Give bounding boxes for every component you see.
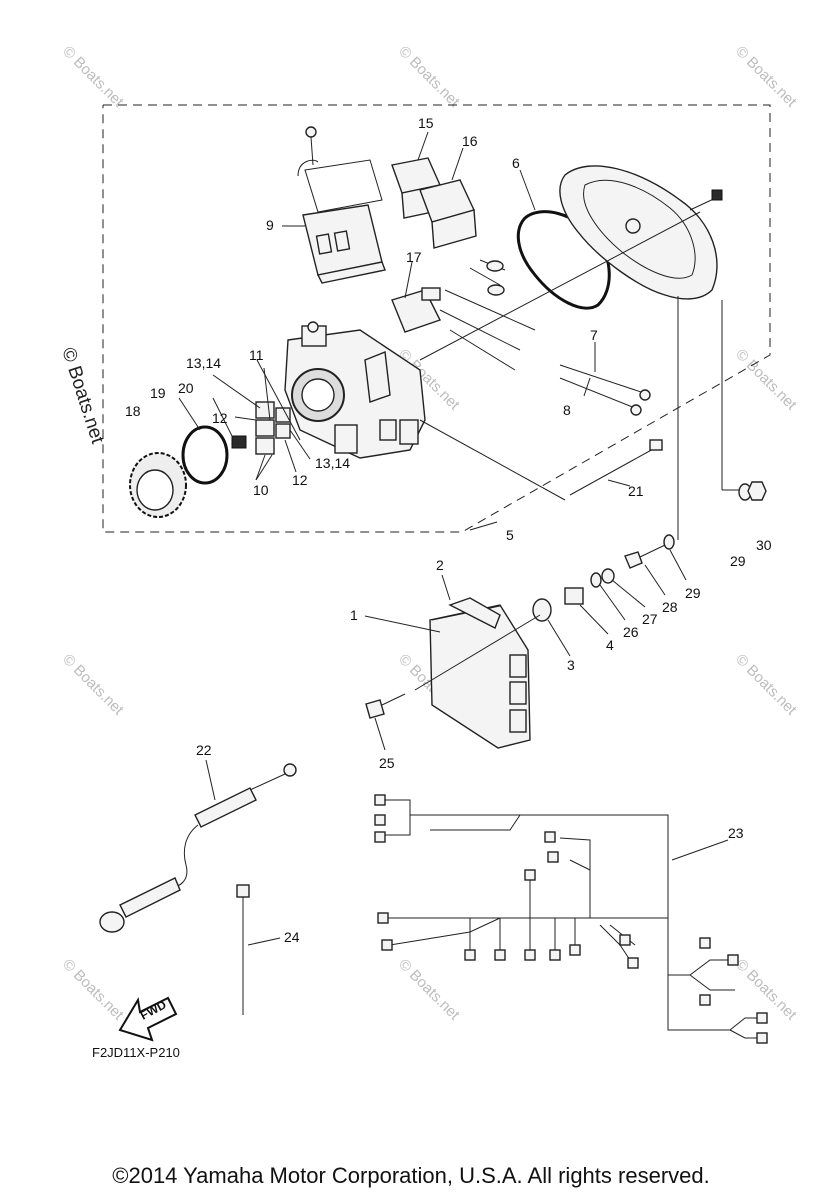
assembly-outline xyxy=(102,104,771,533)
sensor-lead-part xyxy=(99,763,297,933)
callout-6: 6 xyxy=(512,155,520,171)
watermark: © Boats.net xyxy=(395,956,463,1024)
callout-8: 8 xyxy=(563,402,571,418)
callout-25: 25 xyxy=(379,755,395,771)
watermark: © Boats.net xyxy=(59,43,127,111)
callout-3: 3 xyxy=(567,657,575,673)
cable-tie-part xyxy=(569,439,663,496)
watermark: © Boats.net xyxy=(732,346,800,414)
relay-part xyxy=(391,157,477,249)
callout-labels: 1 2 3 4 5 6 7 8 9 10 11 12 12 13,14 13,1… xyxy=(125,115,772,945)
callout-18: 18 xyxy=(125,403,141,419)
callout-19: 19 xyxy=(150,385,166,401)
watermark: © Boats.net xyxy=(59,651,127,719)
copyright-notice: ©2014 Yamaha Motor Corporation, U.S.A. A… xyxy=(112,1163,710,1188)
watermark: © Boats.net xyxy=(732,651,800,719)
callout-27: 27 xyxy=(642,611,658,627)
callout-13-14: 13,14 xyxy=(315,455,350,471)
callout-21: 21 xyxy=(628,483,644,499)
callout-5: 5 xyxy=(506,527,514,543)
callout-10: 10 xyxy=(253,482,269,498)
callout-12: 12 xyxy=(212,410,228,426)
connector-cover-part xyxy=(302,204,386,284)
o-ring-part xyxy=(181,425,229,485)
callout-22: 22 xyxy=(196,742,212,758)
wire-harness-part xyxy=(374,794,768,1044)
mount-hardware-part xyxy=(532,534,675,622)
connector-block-part xyxy=(231,401,291,455)
watermark: © Boats.net xyxy=(732,43,800,111)
watermark: © Boats.net xyxy=(395,43,463,111)
callout-15: 15 xyxy=(418,115,434,131)
cable-tie-part xyxy=(236,884,250,1015)
callout-30: 30 xyxy=(756,537,772,553)
cover-plate-part xyxy=(559,165,723,300)
callout-28: 28 xyxy=(662,599,678,615)
callout-23: 23 xyxy=(728,825,744,841)
ecu-part xyxy=(429,597,531,749)
callout-20: 20 xyxy=(178,380,194,396)
callout-11: 11 xyxy=(249,347,264,363)
sensor-part xyxy=(391,287,441,333)
bracket-part xyxy=(297,126,383,213)
callout-2: 2 xyxy=(436,557,444,573)
callout-24: 24 xyxy=(284,929,300,945)
leader-lines xyxy=(178,131,740,946)
callout-9: 9 xyxy=(266,217,274,233)
callout-12: 12 xyxy=(292,472,308,488)
callout-16: 16 xyxy=(462,133,478,149)
callout-29: 29 xyxy=(685,585,701,601)
bolt-part xyxy=(365,693,406,719)
figure-code: F2JD11X-P210 xyxy=(92,1045,180,1060)
callout-4: 4 xyxy=(606,637,614,653)
watermark-main: © Boats.net xyxy=(57,345,108,447)
callout-26: 26 xyxy=(623,624,639,640)
callout-7: 7 xyxy=(590,327,598,343)
washer-nut-part xyxy=(738,481,767,501)
cap-part xyxy=(129,452,187,518)
probe-part xyxy=(439,259,651,416)
callout-17: 17 xyxy=(406,249,422,265)
callout-1: 1 xyxy=(350,607,358,623)
callout-13-14: 13,14 xyxy=(186,355,221,371)
watermark: © Boats.net xyxy=(59,956,127,1024)
throttle-body-part xyxy=(284,321,426,459)
callout-29: 29 xyxy=(730,553,746,569)
forward-arrow-icon: FWD xyxy=(118,996,178,1042)
